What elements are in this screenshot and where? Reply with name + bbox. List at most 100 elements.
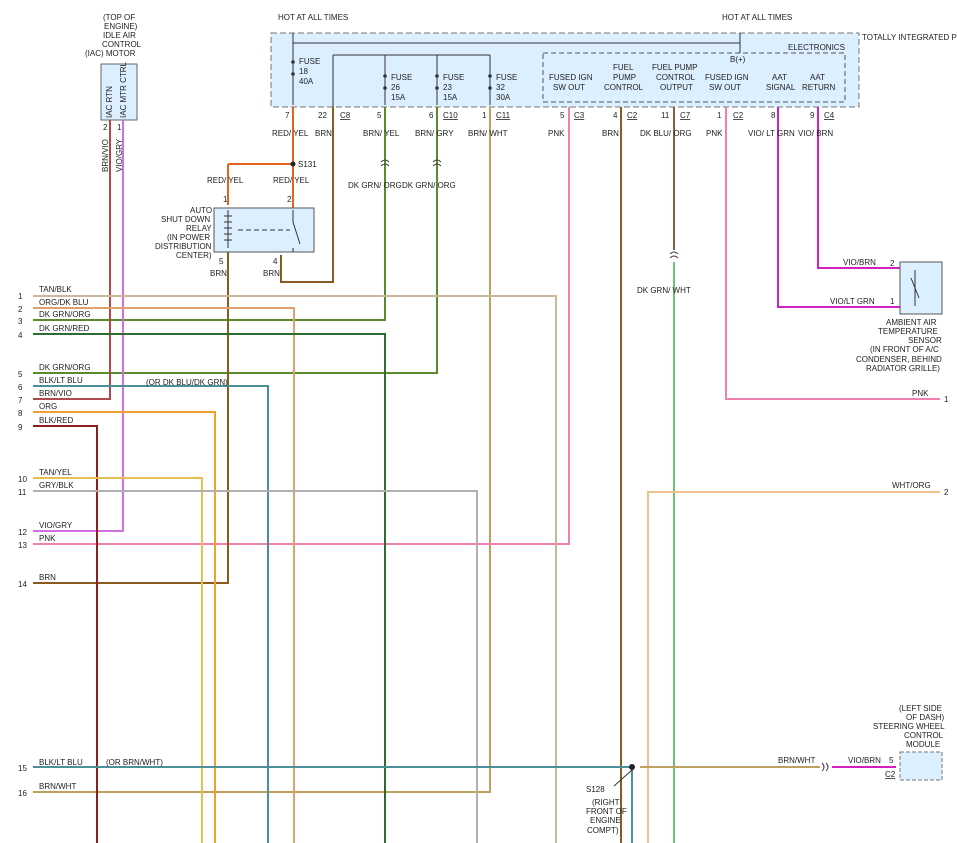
svg-text:1: 1 [117,123,122,132]
svg-text:BLK/RED: BLK/RED [39,416,73,425]
svg-text:(OR DK BLU/DK GRN): (OR DK BLU/DK GRN) [146,378,228,387]
svg-text:(IAC) MOTOR: (IAC) MOTOR [85,49,136,58]
svg-text:(TOP OF: (TOP OF [103,13,135,22]
svg-text:30A: 30A [496,93,511,102]
svg-text:DK GRN/RED: DK GRN/RED [39,324,89,333]
svg-text:C3: C3 [574,111,585,120]
svg-text:ORG/DK BLU: ORG/DK BLU [39,298,89,307]
svg-text:1: 1 [223,195,228,204]
label-vio-lt-grn: VIO/ LT GRN [748,129,795,138]
svg-text:7: 7 [285,111,290,120]
svg-text:BRN/VIO: BRN/VIO [39,389,72,398]
svg-text:5: 5 [889,756,894,765]
svg-text:C11: C11 [496,111,511,120]
svg-text:ORG: ORG [39,402,57,411]
hot-label-1: HOT AT ALL TIMES [278,13,348,22]
svg-text:(OR BRN/WHT): (OR BRN/WHT) [106,758,163,767]
svg-text:RADIATOR GRILLE): RADIATOR GRILLE) [866,364,940,373]
svg-text:BRN: BRN [263,269,280,278]
svg-text:BLK/LT BLU: BLK/LT BLU [39,758,83,767]
svg-text:26: 26 [391,83,400,92]
svg-text:9: 9 [18,423,23,432]
wire-vio-lt-grn [777,107,900,308]
svg-text:C7: C7 [680,111,691,120]
svg-text:SHUT DOWN: SHUT DOWN [161,215,210,224]
wire-8 [33,411,216,843]
wire-4 [33,333,386,843]
svg-text:BRN/WHT: BRN/WHT [778,756,815,765]
svg-text:5: 5 [377,111,382,120]
svg-text:CONTROL: CONTROL [604,83,644,92]
s128-splice [629,764,635,770]
wire-15 [33,766,633,843]
wire-vio-gry-iac [33,120,124,532]
wire-wht-org [647,491,940,843]
svg-text:1: 1 [18,292,23,301]
svg-text:8: 8 [18,409,23,418]
wire-dk-grn-org-fuse23 [33,107,438,374]
svg-text:BRN: BRN [210,269,227,278]
svg-text:C2: C2 [627,111,638,120]
wire-dk-grn-org-fuse26 [33,107,386,321]
svg-text:22: 22 [318,111,327,120]
svg-text:DISTRIBUTION: DISTRIBUTION [155,242,212,251]
svg-text:C4: C4 [824,111,835,120]
svg-text:VIO/GRY: VIO/GRY [39,521,73,530]
svg-text:12: 12 [18,528,27,537]
connector-breaks [380,159,679,259]
svg-text:VIO/BRN: VIO/BRN [848,756,881,765]
wire-9 [33,425,98,843]
label-vio-brn: VIO/ BRN [798,129,833,138]
svg-text:1: 1 [482,111,487,120]
svg-text:PNK: PNK [39,534,56,543]
svg-text:AMBIENT AIR: AMBIENT AIR [886,318,937,327]
svg-text:COMPT): COMPT) [587,826,619,835]
svg-text:CONTROL: CONTROL [904,731,944,740]
svg-text:DK GRN/ORG: DK GRN/ORG [39,310,91,319]
svg-text:4: 4 [613,111,618,120]
svg-text:CONDENSER, BEHIND: CONDENSER, BEHIND [856,355,942,364]
label-dk-grn-wht: DK GRN/ WHT [637,286,691,295]
wire-1 [33,295,557,843]
label-dk-blu-org: DK BLU/ ORG [640,129,692,138]
svg-text:(IN POWER: (IN POWER [167,233,210,242]
svg-text:WHT/ORG: WHT/ORG [892,481,931,490]
svg-text:IDLE AIR: IDLE AIR [103,31,136,40]
svg-text:(RIGHT: (RIGHT [592,798,620,807]
label-dk-grn-org-1: DK GRN/ ORG [348,181,402,190]
svg-text:TEMPERATURE: TEMPERATURE [878,327,938,336]
svg-text:RETURN: RETURN [802,83,836,92]
wire-10 [33,477,203,843]
svg-text:S128: S128 [586,785,605,794]
relay-title: AUTO SHUT DOWN RELAY (IN POWER DISTRIBUT… [155,206,212,260]
aat-title: AMBIENT AIR TEMPERATURE SENSOR (IN FRONT… [856,318,942,373]
svg-text:11: 11 [18,488,27,497]
svg-text:OF DASH): OF DASH) [906,713,945,722]
svg-text:BLK/LT BLU: BLK/LT BLU [39,376,83,385]
svg-text:OUTPUT: OUTPUT [660,83,693,92]
label-brn-vio: BRN/VIO [101,139,110,172]
electronics-label: ELECTRONICS [788,43,845,52]
svg-text:11: 11 [661,111,670,120]
wire-brn-c8 [280,107,334,283]
svg-text:FUEL: FUEL [613,63,634,72]
swc-title: (LEFT SIDE OF DASH) STEERING WHEEL CONTR… [873,704,945,749]
svg-text:MODULE: MODULE [906,740,940,749]
svg-text:2: 2 [287,195,292,204]
label-red-yel: RED/ YEL [272,129,309,138]
svg-text:PUMP: PUMP [613,73,636,82]
svg-text:32: 32 [496,83,505,92]
svg-text:GRY/BLK: GRY/BLK [39,481,74,490]
svg-text:CENTER): CENTER) [176,251,212,260]
tipm-title: TOTALLY INTEGRATED POWER MODULE [862,33,957,42]
svg-text:AAT: AAT [810,73,825,82]
svg-text:SIGNAL: SIGNAL [766,83,796,92]
